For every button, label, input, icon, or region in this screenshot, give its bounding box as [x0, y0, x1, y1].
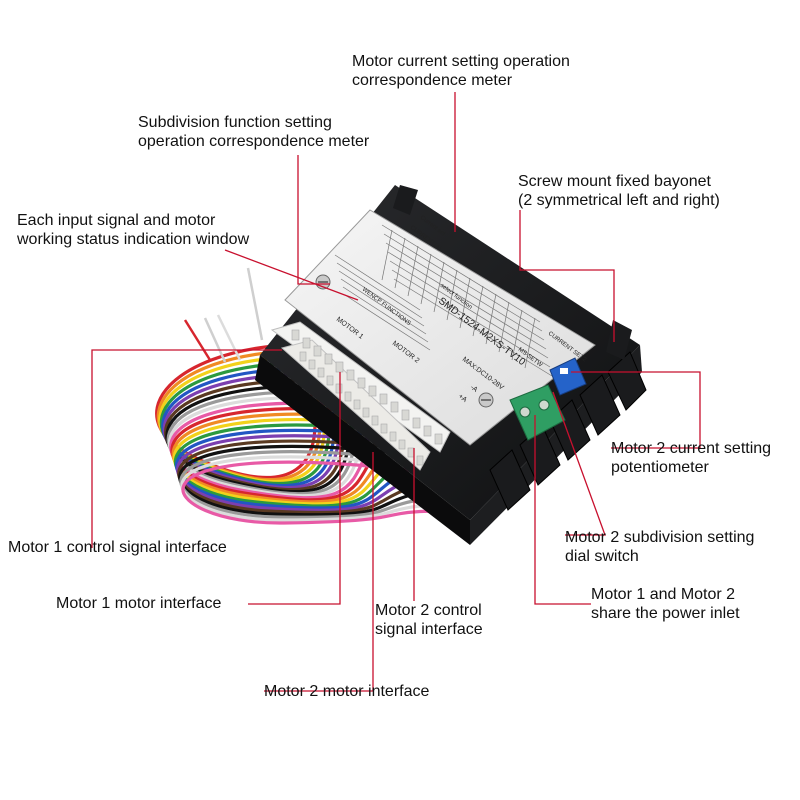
- connector-pin: [407, 447, 415, 458]
- panel-grid-line: [334, 254, 421, 311]
- connector-pin: [380, 423, 388, 434]
- leader-line: [519, 210, 615, 342]
- panel-grid-line: [407, 245, 419, 297]
- polarity-pos-label: +A: [457, 393, 468, 404]
- wire: [171, 412, 384, 504]
- panel-grid-line: [446, 269, 458, 321]
- connector-pin: [416, 455, 424, 466]
- connector-pin: [317, 367, 325, 378]
- connector-pin: [324, 353, 333, 365]
- leader-line: [552, 391, 606, 536]
- polarity-neg-label: -A: [469, 384, 479, 394]
- connector-pin: [313, 345, 322, 357]
- panel-grid-line: [383, 233, 543, 332]
- power-terminal: [509, 384, 566, 441]
- blue-dial-switch: [549, 357, 587, 396]
- panel-grid-line: [344, 294, 431, 351]
- wire-end: [246, 267, 264, 341]
- wire-end: [183, 319, 212, 361]
- wire: [178, 444, 420, 517]
- panel-grid-line: [338, 270, 425, 327]
- panel-grid-line: [433, 261, 445, 313]
- connector-pin: [362, 407, 370, 418]
- leader-line: [248, 372, 341, 605]
- connector-pin: [423, 425, 432, 437]
- wire: [175, 428, 402, 510]
- leader-line: [91, 349, 282, 548]
- connector-pin: [335, 361, 344, 373]
- wire: [167, 396, 366, 498]
- wire: [169, 401, 372, 500]
- connector-pin: [379, 393, 388, 405]
- connector-pin: [357, 377, 366, 389]
- panel-grid-line: [340, 278, 427, 335]
- panel-grid-line: [393, 278, 553, 377]
- callout-motor1-motor: Motor 1 motor interface: [56, 595, 222, 612]
- panel-grid-line: [342, 286, 429, 343]
- connector-pin: [353, 399, 361, 410]
- wire: [180, 455, 432, 522]
- panel-grid-line: [385, 242, 545, 341]
- leader-line: [534, 415, 591, 605]
- callout-motor1-control: Motor 1 control signal interface: [8, 539, 227, 556]
- connector-pin: [335, 383, 343, 394]
- wire-end: [216, 314, 242, 361]
- connector-pin: [346, 369, 355, 381]
- panel-grid-line: [511, 309, 523, 361]
- callout-screw-mount: Screw mount fixed bayonet(2 symmetrical …: [518, 173, 720, 209]
- connector-blocks: [270, 321, 451, 471]
- wire-harness: [155, 267, 438, 525]
- leader-line: [264, 452, 374, 692]
- wire: [177, 439, 414, 515]
- connector-pin: [291, 329, 300, 341]
- connector-pin: [368, 385, 377, 397]
- panel-grid-line: [387, 251, 547, 350]
- label-panel: SMD-1524-M2XS-TV10 MAX:DC10-28V -A +A MS…: [284, 209, 596, 446]
- wire: [173, 423, 396, 508]
- connector-pin: [308, 359, 316, 370]
- panel-grid-line: [389, 260, 549, 359]
- connector-pin: [390, 401, 399, 413]
- connector-pin: [326, 375, 334, 386]
- wire: [179, 450, 426, 519]
- connector-pin: [302, 337, 311, 349]
- panel-grid-line: [420, 253, 432, 305]
- panel-grid-line: [459, 277, 471, 329]
- leader-line: [571, 371, 701, 449]
- wire: [172, 418, 390, 506]
- wire-end: [203, 317, 227, 363]
- panel-grid-line: [336, 262, 423, 319]
- connector-pin: [299, 351, 307, 362]
- connector-pin: [412, 417, 421, 429]
- wire: [170, 407, 378, 502]
- leader-lines: [91, 92, 701, 692]
- connector-pin: [434, 433, 443, 445]
- connector-pin: [344, 391, 352, 402]
- panel-grid-line: [381, 224, 541, 323]
- panel-grid-line: [524, 317, 536, 369]
- connector-pin: [398, 439, 406, 450]
- panel-grid-line: [472, 285, 484, 337]
- wire: [181, 460, 438, 525]
- callout-motor2-motor: Motor 2 motor interface: [264, 683, 430, 700]
- panel-grid-line: [381, 229, 393, 281]
- leader-line: [297, 155, 330, 285]
- panel-grid-line: [485, 293, 497, 345]
- panel-grid-line: [394, 237, 406, 289]
- leader-line: [224, 249, 359, 301]
- connector-pin: [389, 431, 397, 442]
- panel-grid-line: [391, 269, 551, 368]
- panel-grid-line: [498, 301, 510, 353]
- connector-pin: [401, 409, 410, 421]
- connector-pin: [371, 415, 379, 426]
